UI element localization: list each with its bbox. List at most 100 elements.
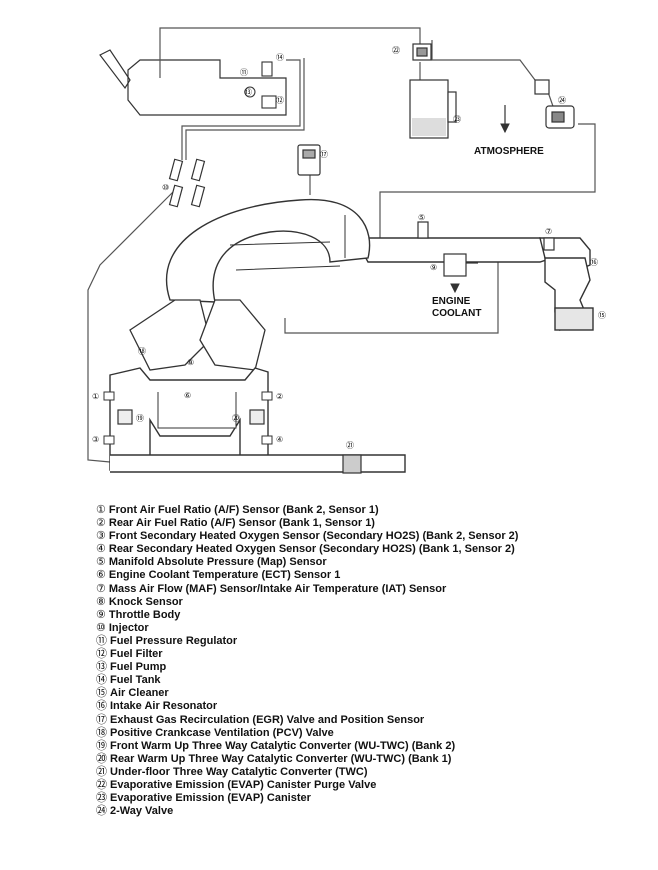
legend-number: ⑬ xyxy=(96,661,107,674)
legend-number: ⑥ xyxy=(96,569,106,582)
fuel-line xyxy=(181,59,301,160)
engine-heads xyxy=(129,299,266,371)
legend-text: Engine Coolant Temperature (ECT) Sensor … xyxy=(108,569,341,582)
vacuum-line-2 xyxy=(284,258,499,334)
callout-4: ④ xyxy=(276,435,283,444)
legend-text: Positive Crankcase Ventilation (PCV) Val… xyxy=(110,726,334,739)
callout-10: ⑩ xyxy=(162,183,169,192)
legend-text: Manifold Absolute Pressure (Map) Sensor xyxy=(108,556,327,569)
legend-text: Under-floor Three Way Catalytic Converte… xyxy=(110,765,368,778)
legend-text: Exhaust Gas Recirculation (EGR) Valve an… xyxy=(110,713,425,726)
air-cleaner xyxy=(544,257,594,332)
legend-number: ⑯ xyxy=(96,700,107,713)
legend-text: Intake Air Resonator xyxy=(110,700,218,713)
legend-number: ⑦ xyxy=(96,582,106,595)
legend-number: ⑳ xyxy=(96,752,107,765)
legend-text: Fuel Pressure Regulator xyxy=(110,634,238,647)
legend-number: ④ xyxy=(96,543,106,556)
evap-canister xyxy=(409,79,457,139)
legend-text: Fuel Pump xyxy=(110,661,167,674)
legend-number: ⑤ xyxy=(96,556,106,569)
callout-5: ⑤ xyxy=(418,213,425,222)
evap-line-3 xyxy=(431,40,536,81)
callout-15: ⑮ xyxy=(598,311,606,320)
legend-number: ⑫ xyxy=(96,648,107,661)
legend-number: ⑮ xyxy=(96,687,107,700)
legend-text: Evaporative Emission (EVAP) Canister xyxy=(110,792,311,805)
map-sensor xyxy=(417,221,429,239)
legend-number: ⑧ xyxy=(96,595,106,608)
legend-number: ㉔ xyxy=(96,805,107,818)
legend-text: Front Air Fuel Ratio (A/F) Sensor (Bank … xyxy=(108,504,379,516)
coolant-arrow xyxy=(450,283,460,294)
callout-20: ⑳ xyxy=(232,414,240,423)
legend-text: Rear Warm Up Three Way Catalytic Convert… xyxy=(110,752,452,765)
callout-1: ① xyxy=(92,392,99,401)
engine-block xyxy=(109,367,406,473)
exhaust-sensors xyxy=(103,391,273,445)
legend-text: 2-Way Valve xyxy=(110,805,174,818)
callout-9: ⑨ xyxy=(430,263,437,272)
callout-18: ⑱ xyxy=(138,347,146,356)
atmosphere-arrow xyxy=(500,123,510,134)
legend-text: Throttle Body xyxy=(108,608,181,621)
callout-11: ⑪ xyxy=(240,68,248,77)
legend-text: Front Warm Up Three Way Catalytic Conver… xyxy=(110,739,456,752)
legend-number: ㉑ xyxy=(96,765,107,778)
maf-sensor xyxy=(543,237,555,251)
callout-19: ⑲ xyxy=(136,414,144,423)
callout-3: ③ xyxy=(92,435,99,444)
legend-text: Front Secondary Heated Oxygen Sensor (Se… xyxy=(108,530,519,543)
legend-number: ① xyxy=(96,504,106,516)
fuel-tank-filler xyxy=(99,49,131,90)
injectors xyxy=(168,158,206,208)
legend-number: ⑩ xyxy=(96,621,106,634)
legend-number: ⑪ xyxy=(96,634,107,647)
callout-17: ⑰ xyxy=(320,150,328,159)
callout-14: ⑭ xyxy=(276,53,284,62)
callout-7: ⑦ xyxy=(545,227,552,236)
legend-text: Air Cleaner xyxy=(110,687,169,700)
purge-valve xyxy=(412,43,432,61)
callout-22: ㉒ xyxy=(392,46,400,55)
callout-6: ⑥ xyxy=(184,391,191,400)
legend-text: Rear Secondary Heated Oxygen Sensor (Sec… xyxy=(108,543,515,556)
legend-number: ⑭ xyxy=(96,674,107,687)
callout-23: ㉓ xyxy=(453,115,461,124)
callout-12: ⑫ xyxy=(276,96,284,105)
legend-number: ⑲ xyxy=(96,739,107,752)
callout-8: ⑧ xyxy=(187,358,194,367)
legend-number: ⑰ xyxy=(96,713,107,726)
legend-text: Knock Sensor xyxy=(108,595,183,608)
catalytic-converters xyxy=(117,409,362,474)
evap-line-5 xyxy=(379,123,596,240)
legend-number: ⑨ xyxy=(96,608,106,621)
engine-coolant-label-line1: ENGINE xyxy=(432,296,471,307)
legend-text: Mass Air Flow (MAF) Sensor/Intake Air Te… xyxy=(108,582,447,595)
two-way-valve xyxy=(534,79,575,129)
callout-16: ⑯ xyxy=(590,258,598,267)
callout-2: ② xyxy=(276,392,283,401)
legend-text: Injector xyxy=(108,621,149,634)
